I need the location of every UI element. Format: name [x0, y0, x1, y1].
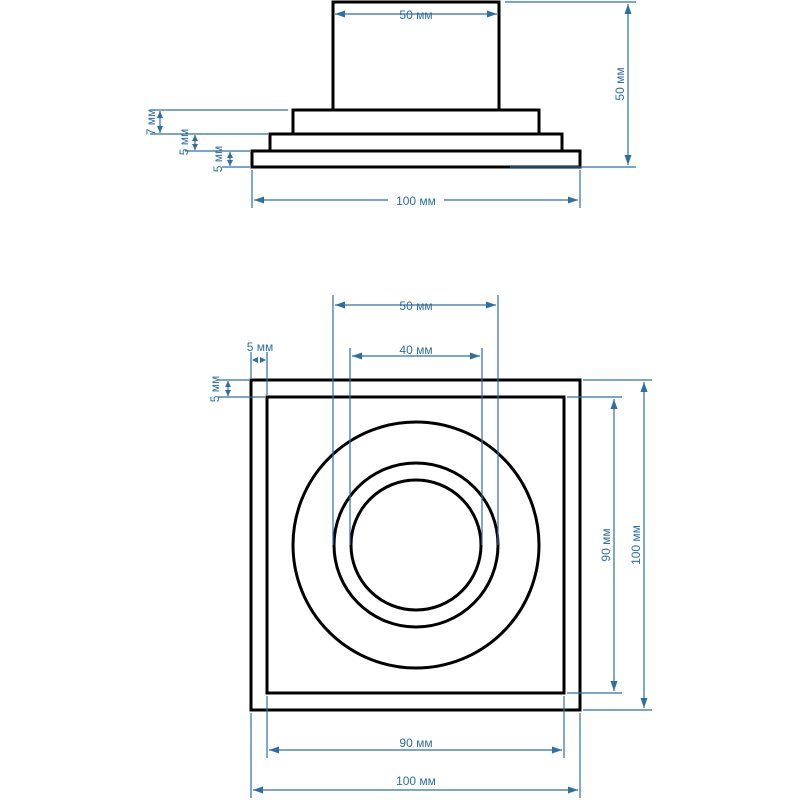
side-step-1	[291, 108, 541, 136]
dim-side-step-5b: 5 мм	[211, 146, 250, 173]
label-side-height: 50 мм	[613, 67, 627, 100]
dim-top-outer-width: 100 мм	[250, 713, 581, 798]
label-top-inner-width: 90 мм	[399, 736, 432, 750]
label-top-outer-height: 100 мм	[629, 525, 643, 565]
dim-side-step-5a: 5 мм	[177, 129, 250, 156]
top-inner-square	[265, 395, 566, 695]
label-side-step-5a: 5 мм	[177, 129, 191, 156]
dim-top-outer-ring: 50 мм	[332, 295, 499, 545]
label-top-offset-y: 5 мм	[208, 376, 222, 403]
label-side-base-width: 100 мм	[396, 194, 436, 208]
label-side-step-7: 7 мм	[144, 109, 158, 136]
top-small-circle	[349, 478, 483, 612]
side-view: 50 мм 50 мм 7 мм 5 мм	[144, 0, 636, 208]
dim-top-inner-height: 90 мм	[567, 396, 622, 694]
label-top-offset-x: 5 мм	[247, 340, 274, 354]
dim-top-offset-y: 5 мм	[208, 376, 265, 403]
dim-side-top-width: 50 мм	[335, 8, 497, 22]
dim-top-inner-ring: 40 мм	[349, 343, 483, 545]
side-base	[250, 149, 582, 169]
dim-side-height: 50 мм	[505, 1, 636, 168]
top-outer-square	[249, 378, 582, 712]
dim-top-offset-x: 5 мм	[247, 340, 274, 395]
label-side-top-width: 50 мм	[399, 8, 432, 22]
dim-top-inner-width: 90 мм	[266, 696, 565, 758]
label-top-inner-height: 90 мм	[599, 528, 613, 561]
dim-side-step-7: 7 мм	[144, 109, 288, 136]
top-view: 50 мм 40 мм 5 мм 5 мм	[208, 295, 652, 798]
dim-top-outer-height: 100 мм	[583, 379, 652, 711]
label-side-step-5b: 5 мм	[211, 146, 225, 173]
side-step-2	[268, 132, 564, 153]
label-top-outer-width: 100 мм	[396, 774, 436, 788]
label-top-inner-ring: 40 мм	[399, 343, 432, 357]
top-large-circle	[291, 420, 541, 670]
top-middle-circle	[332, 461, 500, 629]
dim-side-base-width: 100 мм	[251, 170, 581, 208]
label-top-outer-ring: 50 мм	[399, 299, 432, 313]
